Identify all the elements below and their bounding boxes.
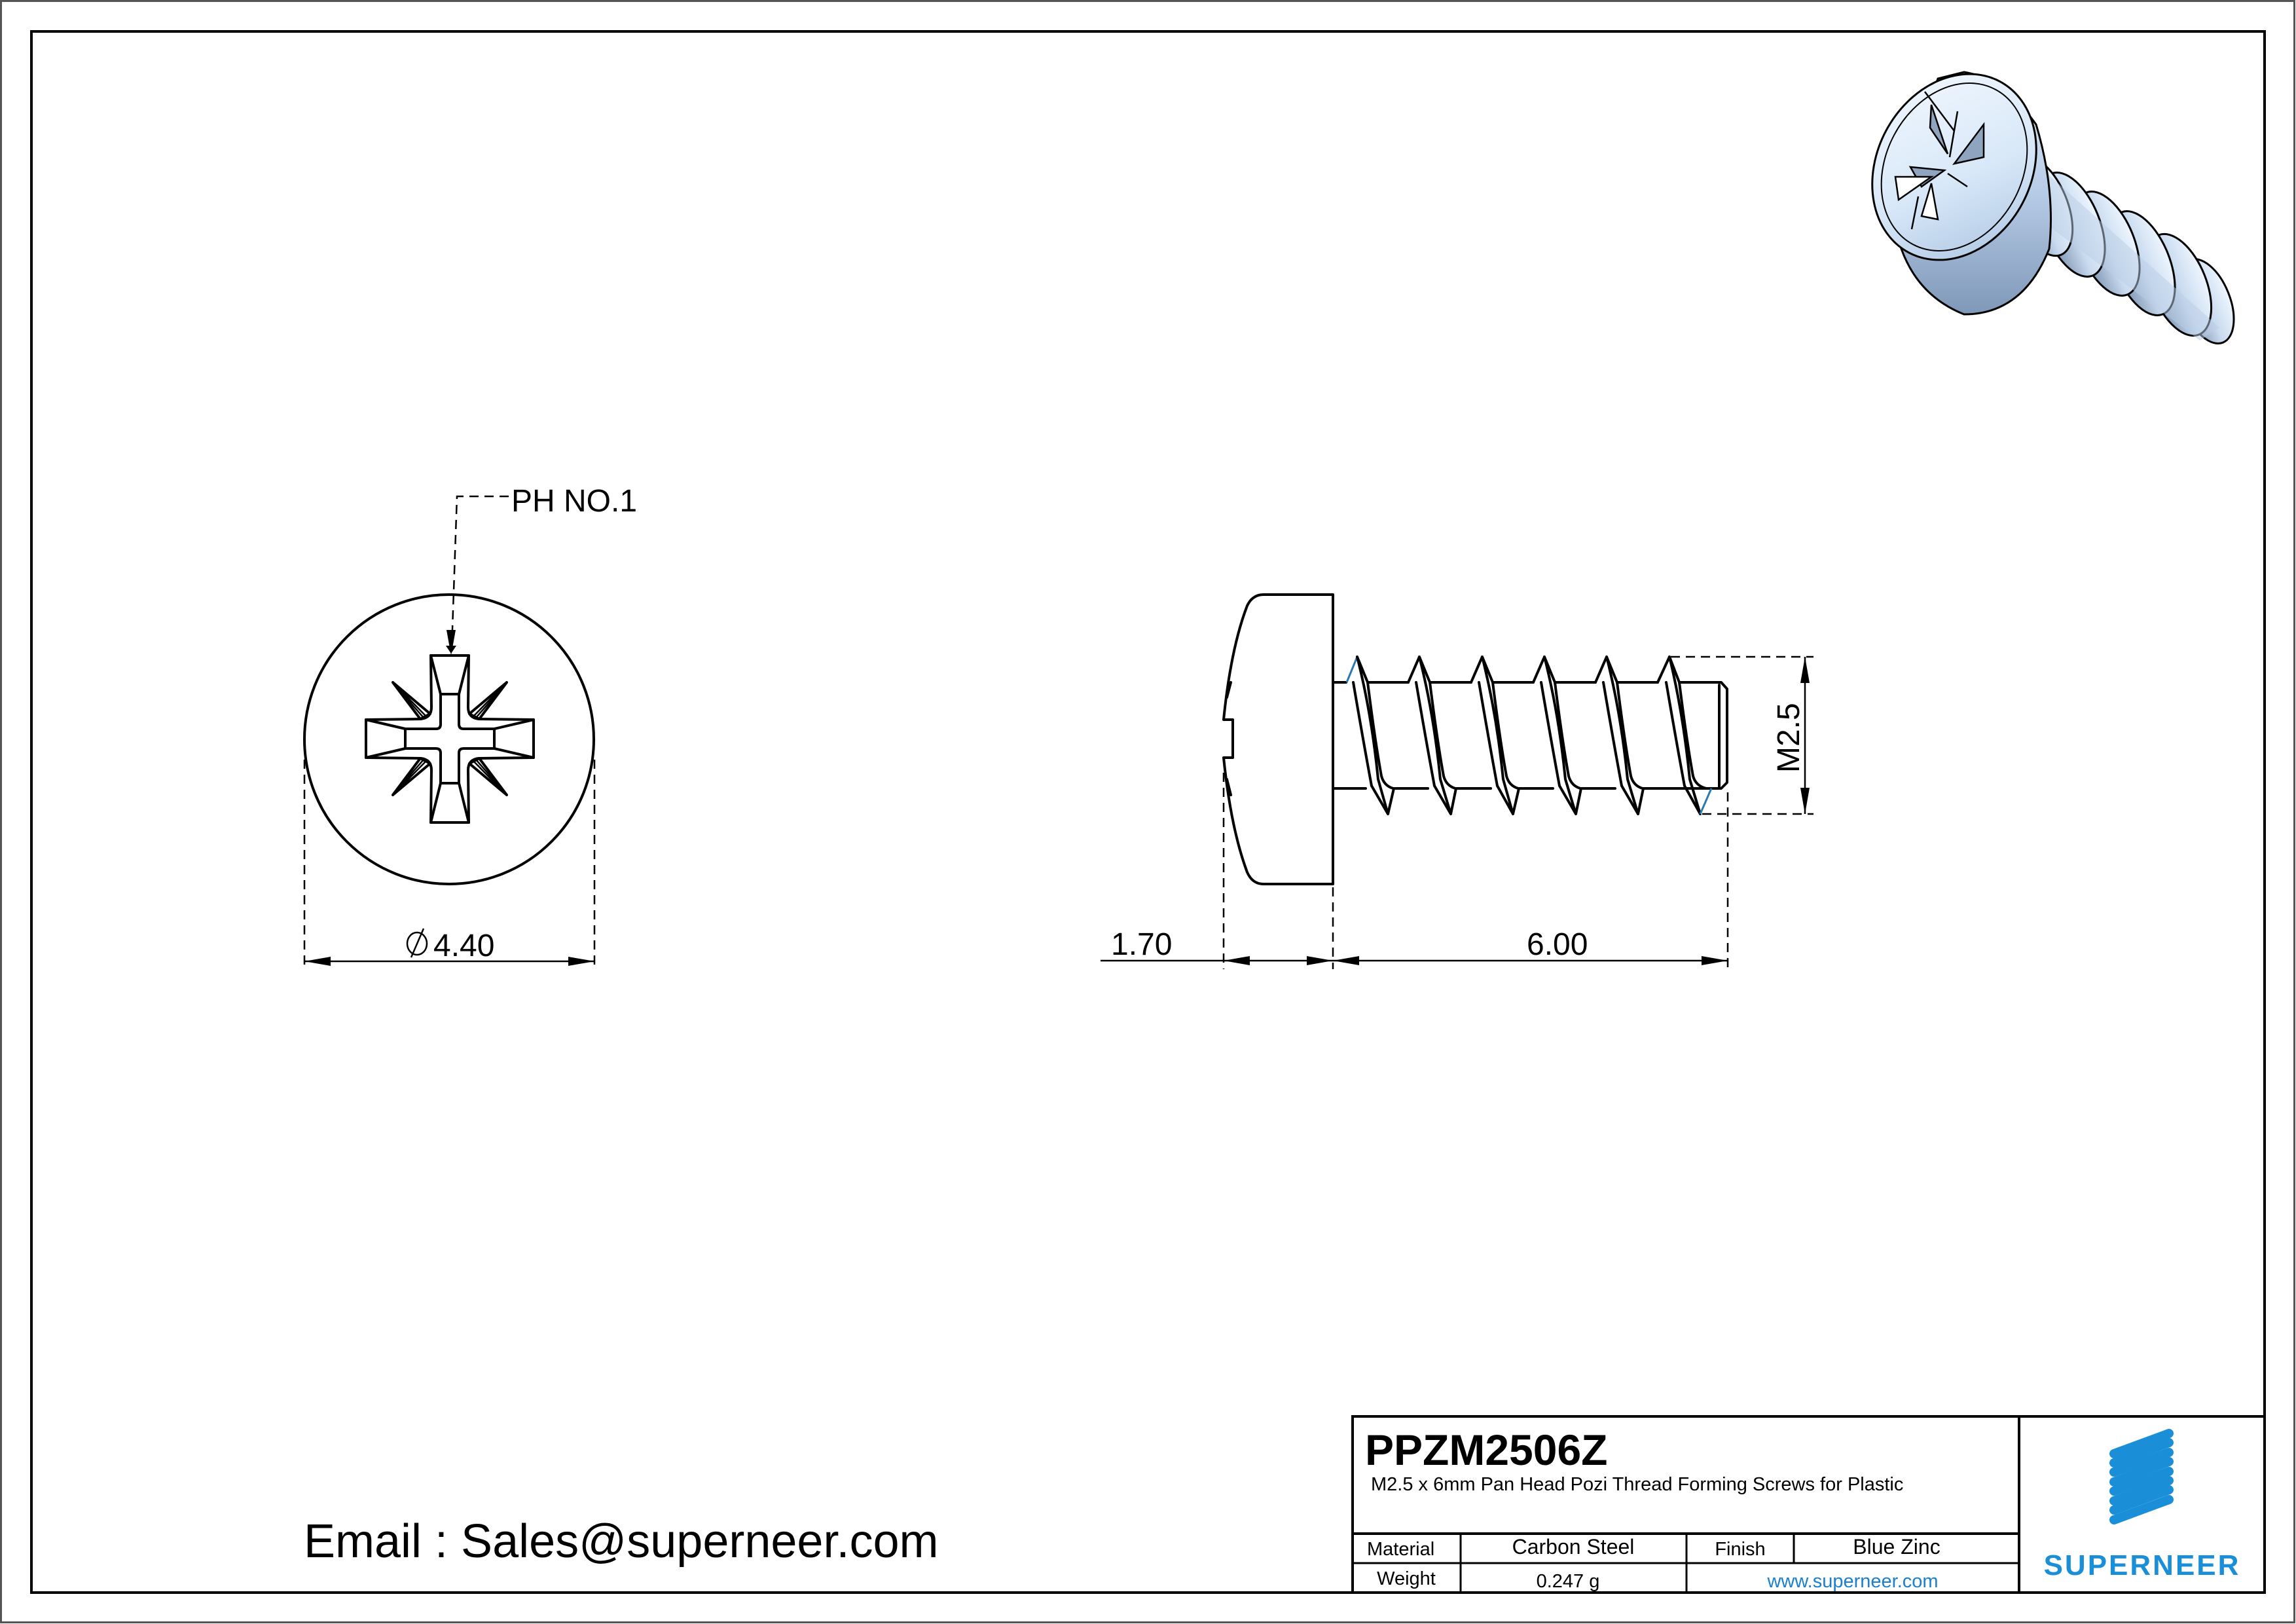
render-pozi-recess-icon [1894, 91, 1985, 230]
length-value: 6.00 [1527, 927, 1588, 962]
render-threads [2009, 155, 2235, 344]
render-head-face [1871, 73, 2037, 261]
head-height-value: 1.70 [1111, 927, 1172, 962]
recess-callout-label: PH NO.1 [511, 484, 637, 519]
side-view: M2.5 1.70 6.00 [1101, 593, 1813, 969]
superneer-logo-icon [2109, 1429, 2174, 1524]
website-link[interactable]: www.superneer.com [1766, 1571, 1938, 1592]
shank-top-line [1332, 681, 1728, 790]
finish-value: Blue Zinc [1853, 1535, 1940, 1559]
thread-crests [1345, 655, 1713, 815]
head-outline-circle [303, 593, 595, 885]
material-label: Material [1367, 1539, 1434, 1560]
inner-border [30, 30, 2266, 1594]
weight-value: 0.247 g [1537, 1571, 1600, 1592]
isometric-screw-render [1871, 71, 2235, 344]
part-description: M2.5 x 6mm Pan Head Pozi Thread Forming … [1371, 1474, 1903, 1495]
thread-arrow-bottom [1800, 788, 1810, 814]
front-view: PH NO.1 4.40 [303, 484, 637, 969]
pozi-recess-icon [365, 654, 535, 824]
brand-name: SUPERNEER [2044, 1549, 2241, 1581]
part-number: PPZM2506Z [1365, 1426, 1607, 1474]
dim-arrow-left [304, 957, 331, 966]
thread-arrow-top [1800, 657, 1810, 683]
length-arrow-right [1702, 956, 1728, 965]
leader-arrowhead [446, 630, 456, 655]
thread-size-value: M2.5 [1772, 703, 1806, 773]
dim-arrow-right [568, 957, 594, 966]
contact-email: Email : Sales@superneer.com [304, 1515, 939, 1568]
recess-leader-line [450, 495, 509, 649]
head-diameter-value: 4.40 [433, 929, 494, 963]
title-block: PPZM2506Z M2.5 x 6mm Pan Head Pozi Threa… [1351, 1415, 2266, 1594]
screw-head-profile [1222, 593, 1334, 885]
head-arrow-right [1307, 956, 1333, 965]
finish-label: Finish [1715, 1539, 1765, 1560]
recess-spikes [392, 681, 508, 796]
weight-label: Weight [1377, 1568, 1436, 1589]
head-edge-ticks [1226, 681, 1232, 796]
head-arrow-left [1224, 956, 1250, 965]
material-value: Carbon Steel [1512, 1535, 1635, 1559]
length-arrow-left [1333, 956, 1359, 965]
diameter-symbol-icon [406, 928, 428, 958]
